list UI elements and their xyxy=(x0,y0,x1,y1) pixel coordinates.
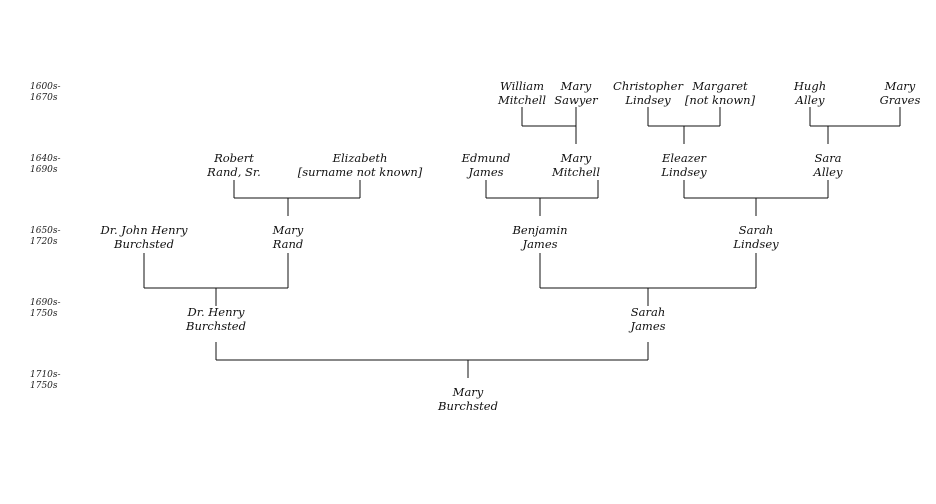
era-label: 1650s- 1720s xyxy=(30,226,61,247)
person-sarah-james: Sarah James xyxy=(630,305,666,333)
person-henry-burchsted: Dr. Henry Burchsted xyxy=(186,305,246,333)
person-christopher-lindsey: Christopher Lindsey xyxy=(613,79,683,107)
person-sarah-lindsey: Sarah Lindsey xyxy=(733,223,779,251)
person-mary-graves: Mary Graves xyxy=(879,79,921,107)
person-mary-rand: Mary Rand xyxy=(272,223,304,251)
person-benjamin-james: Benjamin James xyxy=(512,223,568,251)
person-edmund-james: Edmund James xyxy=(461,151,511,179)
person-william-mitchell: William Mitchell xyxy=(497,79,547,107)
person-sara-alley: Sara Alley xyxy=(813,151,843,179)
person-mary-mitchell: Mary Mitchell xyxy=(551,151,601,179)
person-robert-rand: Robert Rand, Sr. xyxy=(207,151,261,179)
era-label: 1600s- 1670s xyxy=(30,82,61,103)
person-mary-burchsted: Mary Burchsted xyxy=(438,385,498,413)
person-elizabeth: Elizabeth [surname not known] xyxy=(297,151,423,179)
person-hugh-alley: Hugh Alley xyxy=(793,79,827,107)
era-label: 1690s- 1750s xyxy=(30,298,61,319)
person-mary-sawyer: Mary Sawyer xyxy=(554,79,598,107)
era-label: 1710s- 1750s xyxy=(30,370,61,391)
person-john-henry-burchsted: Dr. John Henry Burchsted xyxy=(100,223,188,251)
era-label: 1640s- 1690s xyxy=(30,154,61,175)
person-margaret: Margaret [not known] xyxy=(684,79,756,107)
person-eleazer-lindsey: Eleazer Lindsey xyxy=(661,151,707,179)
